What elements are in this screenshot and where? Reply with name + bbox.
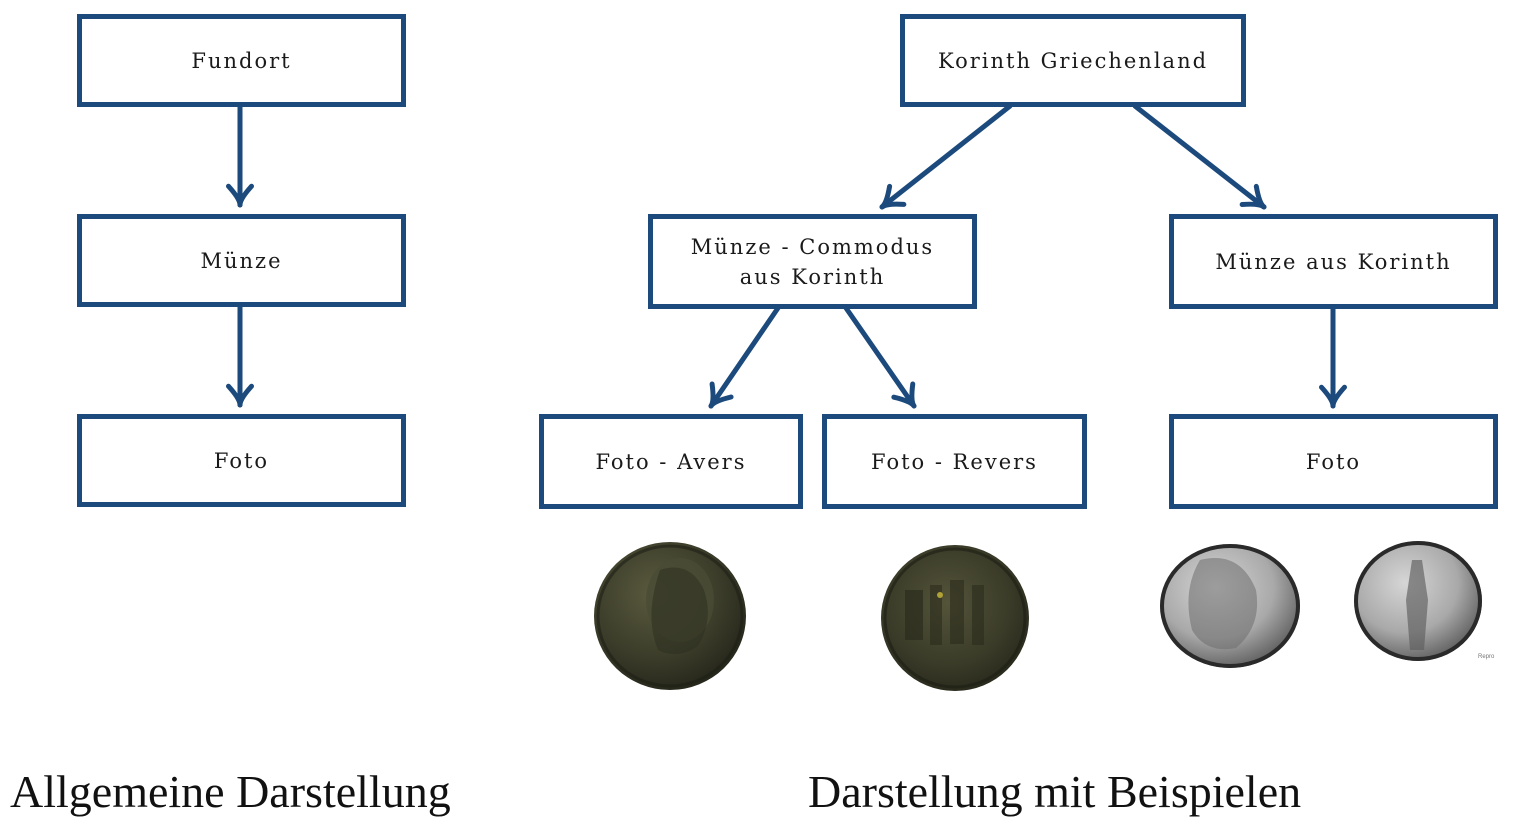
example-muenze-commodus-label: Münze - Commodus aus Korinth <box>690 234 935 289</box>
coin-photo-avers <box>594 542 746 690</box>
caption-examples: Darstellung mit Beispielen <box>808 766 1302 817</box>
example-foto-label: Foto <box>1305 449 1362 474</box>
arrow-fundort-to-muenze-head <box>226 183 254 208</box>
repro-label: Repro <box>1478 654 1495 660</box>
general-muenze-label: Münze <box>200 248 283 273</box>
arrow-root-to-commodus <box>879 103 1013 210</box>
caption-general: Allgemeine Darstellung <box>10 766 451 817</box>
example-muenze-korinth-label: Münze aus Korinth <box>1215 249 1452 274</box>
example-muenze-commodus-box: Münze - Commodus aus Korinth <box>648 214 977 309</box>
example-root-box: Korinth Griechenland <box>900 14 1246 107</box>
general-muenze-box: Münze <box>77 214 406 307</box>
example-foto-box: Foto <box>1169 414 1498 509</box>
general-foto-box: Foto <box>77 414 406 507</box>
example-muenze-korinth-box: Münze aus Korinth <box>1169 214 1498 309</box>
coin-photo-grey-obverse <box>1160 544 1300 668</box>
arrow-root-to-muenze-korinth-head <box>1239 183 1267 210</box>
arrow-commodus-to-avers-head <box>708 381 734 409</box>
general-foto-label: Foto <box>213 448 270 473</box>
example-root-label: Korinth Griechenland <box>937 48 1209 73</box>
example-foto-revers-box: Foto - Revers <box>822 414 1087 509</box>
arrow-commodus-to-revers-head <box>891 381 917 409</box>
general-fundort-box: Fundort <box>77 14 406 107</box>
arrow-muenze-to-foto-head <box>226 383 254 408</box>
arrow-muenze-korinth-to-foto-head <box>1319 384 1347 409</box>
example-foto-avers-label: Foto - Avers <box>595 449 747 474</box>
arrow-commodus-to-avers <box>708 305 781 409</box>
arrow-root-to-muenze-korinth <box>1132 103 1267 210</box>
example-foto-avers-box: Foto - Avers <box>539 414 803 509</box>
general-fundort-label: Fundort <box>191 48 292 73</box>
example-foto-revers-label: Foto - Revers <box>871 449 1038 474</box>
arrow-root-to-commodus-head <box>879 183 907 210</box>
coin-photo-revers <box>881 545 1029 691</box>
coin-photo-grey-reverse <box>1354 541 1482 661</box>
arrow-commodus-to-revers <box>843 305 917 409</box>
